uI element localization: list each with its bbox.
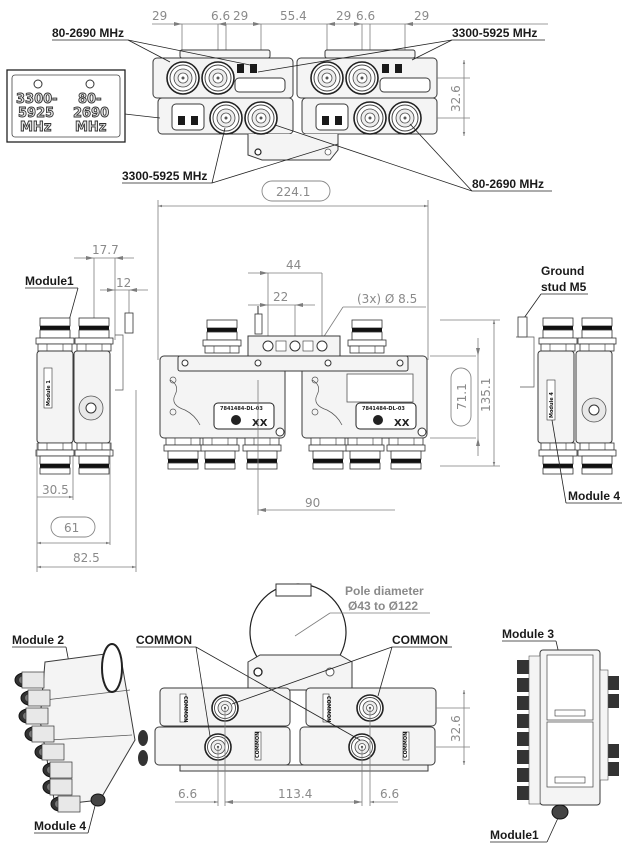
left-view-module-a [36, 350, 74, 444]
connector-icon [244, 101, 278, 135]
dim-17-7: 17.7 [92, 243, 119, 257]
dim-90: 90 [305, 496, 320, 510]
dim-29-c: 29 [336, 9, 351, 23]
ground-label-line1: Ground [541, 264, 584, 278]
svg-text:Module 4: Module 4 [549, 392, 555, 418]
hole-note: (3x) Ø 8.5 [357, 292, 417, 306]
label-module1-iso: Module1 [490, 828, 539, 842]
label-module3: Module 3 [502, 627, 554, 641]
inset-right-line2: 2690 [73, 106, 109, 121]
dim-55-4: 55.4 [280, 9, 307, 23]
xx-mark-left: XX [252, 418, 268, 429]
label-module2: Module 2 [12, 633, 64, 647]
part-number-left: 7841484-DL-03 [220, 406, 263, 412]
ground-label-line2: stud M5 [541, 280, 587, 294]
connector-icon [353, 101, 387, 135]
common-side-text-3: COMMON [255, 732, 261, 758]
label-module4-iso: Module 4 [34, 819, 86, 833]
iso-view-left: Module 2 Module 4 [12, 633, 148, 834]
dim-29-d: 29 [414, 9, 429, 23]
pole-diameter-line2: Ø43 to Ø122 [348, 599, 418, 613]
label-80-2690-bottom: 80-2690 MHz [472, 177, 544, 191]
connector-icon [345, 61, 379, 95]
inset-left-line3: MHz [20, 120, 51, 135]
common-side-text-2: COMMON [325, 696, 331, 722]
right-side-view: Ground stud M5 Module 4 Module 4 [516, 264, 622, 504]
dim-224-1: 224.1 [276, 185, 310, 199]
part-label-left: 7841484-DL-03 XX [213, 402, 275, 430]
part-number-right: 7841484-DL-03 [362, 406, 405, 412]
top-view: 29 6.6 29 55.4 29 6.6 29 [6, 9, 552, 192]
dim-32-6-bottom: 32.6 [449, 715, 463, 742]
left-side-view: Module1 17.7 12 Module 1 30.5 [25, 243, 148, 572]
label-80-2690-top: 80-2690 MHz [52, 26, 124, 40]
connector-icon [201, 61, 235, 95]
dim-113-4: 113.4 [278, 787, 312, 801]
right-view-module-b [575, 350, 613, 444]
front-view: 224.1 44 22 (3x) Ø 8.5 [157, 180, 500, 515]
inset-left-line2: 5925 [18, 106, 54, 121]
label-module4-right: Module 4 [568, 489, 620, 503]
dim-6-6-bottom-right: 6.6 [380, 787, 399, 801]
label-module1-left: Module1 [25, 274, 74, 288]
label-common-right: COMMON [392, 633, 448, 647]
svg-text:Module 1: Module 1 [46, 380, 52, 406]
dim-6-6-bottom-left: 6.6 [178, 787, 197, 801]
part-label-right: 7841484-DL-03 XX [355, 402, 417, 430]
dim-6-6-a: 6.6 [211, 9, 230, 23]
dim-12: 12 [116, 276, 131, 290]
inset-left-line1: 3300- [16, 92, 58, 107]
dim-29-a: 29 [152, 9, 167, 23]
dim-135-1: 135.1 [479, 378, 493, 412]
dim-30-5: 30.5 [42, 483, 69, 497]
top-dimension-chain: 29 6.6 29 55.4 29 6.6 29 [152, 9, 548, 112]
dim-82-5: 82.5 [73, 551, 100, 565]
mounting-bracket [247, 134, 339, 161]
connector-icon [310, 61, 344, 95]
dim-32-6-top: 32.6 [449, 85, 463, 112]
common-side-text-4: COMMON [403, 732, 409, 758]
label-3300-5925-top: 3300-5925 MHz [452, 26, 537, 40]
inset-right-line3: MHz [75, 120, 106, 135]
label-common-left: COMMON [136, 633, 192, 647]
connector-icon [209, 101, 243, 135]
common-side-text-1: COMMON [182, 696, 188, 722]
frequency-inset-label: 3300- 5925 MHz 80- 2690 MHz [6, 69, 161, 143]
xx-mark-right: XX [394, 418, 410, 429]
pole-diameter-line1: Pole diameter [345, 584, 424, 598]
dim-6-6-b: 6.6 [356, 9, 375, 23]
dim-44: 44 [286, 258, 301, 272]
right-view-module-a [537, 350, 575, 444]
connector-icon [388, 101, 422, 135]
dim-61: 61 [64, 521, 79, 535]
label-3300-5925-bottom: 3300-5925 MHz [122, 169, 207, 183]
dim-29-b: 29 [233, 9, 248, 23]
bottom-view: Pole diameter Ø43 to Ø122 COMMON COMMON … [136, 583, 470, 806]
inset-right-line1: 80- [78, 92, 102, 107]
connector-icon [166, 61, 200, 95]
dim-71-1: 71.1 [455, 383, 469, 410]
iso-view-right: Module 3 Module1 [490, 627, 619, 843]
dim-22: 22 [273, 290, 288, 304]
